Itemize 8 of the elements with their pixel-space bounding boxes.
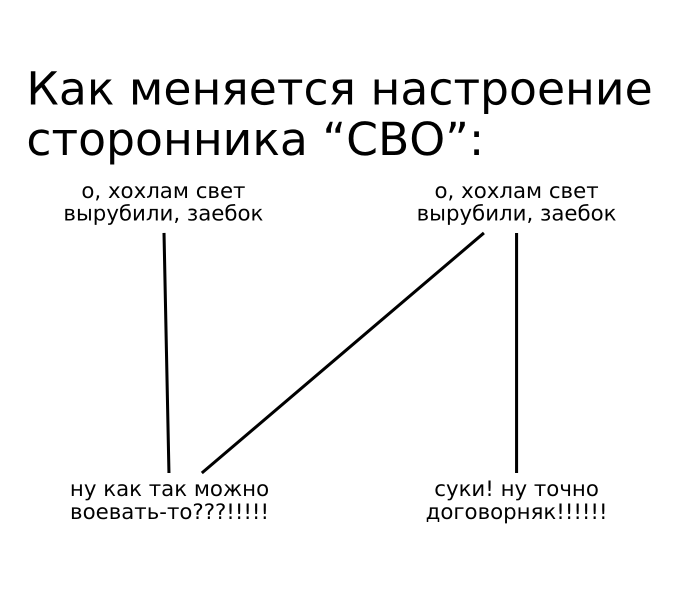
connector (200, 231, 485, 474)
node-text: суки! ну точно договорняк!!!!!! (426, 476, 608, 525)
connector (162, 232, 170, 473)
diagram-title: Как меняется настроение сторонника “СВО”: (26, 62, 653, 166)
node-text: о, хохлам свет вырубили, заебок (63, 178, 264, 226)
node-text: ну как так можно воевать-то???!!!!! (70, 476, 270, 525)
connector (515, 232, 518, 472)
node-text: о, хохлам свет вырубили, заебок (416, 178, 617, 226)
